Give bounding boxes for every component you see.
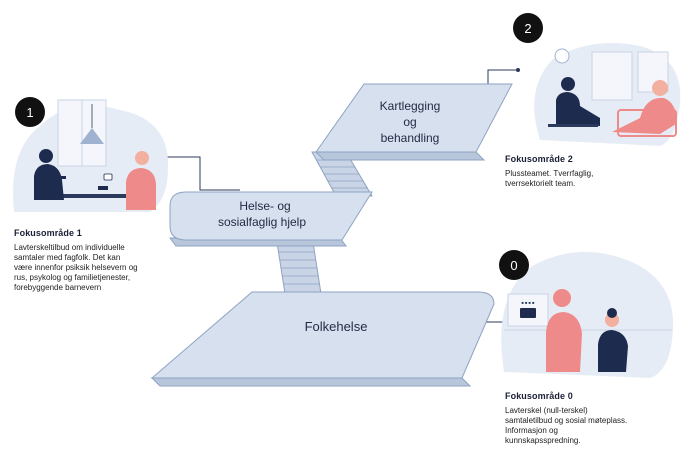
label-kart-line1: Kartlegging bbox=[380, 99, 441, 113]
badge-focus-0-number: 0 bbox=[510, 258, 517, 273]
focus-area-2-description: Plussteamet. Tverrfaglig, tverrsektoriel… bbox=[505, 169, 675, 189]
focus-area-0-title: Fokusområde 0 bbox=[505, 391, 573, 401]
staircase-structure: Folkehelse Helse- og sosialfaglig hjelp … bbox=[150, 83, 513, 387]
platform-folkehelse: Folkehelse bbox=[150, 291, 495, 387]
badge-focus-2-number: 2 bbox=[524, 21, 531, 36]
illustration-focus-2: 2 bbox=[513, 13, 681, 146]
focus-area-1-line: forebyggende barnevern bbox=[14, 283, 102, 292]
focus-area-0-description: Lavterskel (null-terskel) samtaletilbud … bbox=[505, 406, 680, 446]
focus-area-2-line: tverrsektorielt team. bbox=[505, 179, 576, 188]
focus-area-1-title: Fokusområde 1 bbox=[14, 228, 82, 238]
focus-area-0-text: Fokusområde 0 Lavterskel (null-terskel) … bbox=[505, 391, 680, 446]
badge-focus-1 bbox=[15, 97, 45, 127]
focus-area-1-line: samtaler med fagfolk. Det kan bbox=[14, 253, 121, 262]
illustration-focus-1: 1 bbox=[13, 97, 169, 212]
badge-focus-2 bbox=[513, 13, 543, 43]
connector-dot-2 bbox=[516, 68, 520, 72]
focus-area-0-line: samtaletilbud og sosial møteplass. bbox=[505, 416, 628, 425]
illustration-focus-0: ■ ■ ■ ■ 0 bbox=[499, 250, 674, 378]
connector-line-1 bbox=[160, 156, 240, 191]
platform-kartlegging: Kartlegging og behandling bbox=[314, 83, 513, 161]
badge-focus-1-number: 1 bbox=[26, 105, 33, 120]
svg-text:■ ■ ■ ■: ■ ■ ■ ■ bbox=[522, 300, 536, 305]
focus-area-1-text: Fokusområde 1 Lavterskeltilbud om indivi… bbox=[14, 228, 179, 293]
label-helse-line2: sosialfaglig hjelp bbox=[218, 215, 306, 229]
label-folkehelse: Folkehelse bbox=[305, 319, 368, 334]
focus-area-1-line: rus, psykolog og familietjenester, bbox=[14, 273, 131, 282]
focus-area-1-line: Lavterskeltilbud om individuelle bbox=[14, 243, 125, 252]
label-helse-line1: Helse- og bbox=[239, 199, 290, 213]
focus-area-2-line: Plussteamet. Tverrfaglig, bbox=[505, 169, 594, 178]
focus-area-0-line: Informasjon og bbox=[505, 426, 558, 435]
label-kart-line2: og bbox=[403, 115, 416, 129]
badge-focus-0 bbox=[499, 250, 529, 280]
focus-area-1-description: Lavterskeltilbud om individuelle samtale… bbox=[14, 243, 179, 293]
focus-area-0-line: Lavterskel (null-terskel) bbox=[505, 406, 588, 415]
focus-area-1-line: være innenfor psiksik helsevern og bbox=[14, 263, 138, 272]
label-kart-line3: behandling bbox=[381, 131, 440, 145]
focus-area-0-line: kunnskapsspredning. bbox=[505, 436, 581, 445]
focus-area-2-title: Fokusområde 2 bbox=[505, 154, 573, 164]
focus-area-2-text: Fokusområde 2 Plussteamet. Tverrfaglig, … bbox=[505, 154, 675, 189]
platform-helse: Helse- og sosialfaglig hjelp bbox=[169, 191, 373, 247]
